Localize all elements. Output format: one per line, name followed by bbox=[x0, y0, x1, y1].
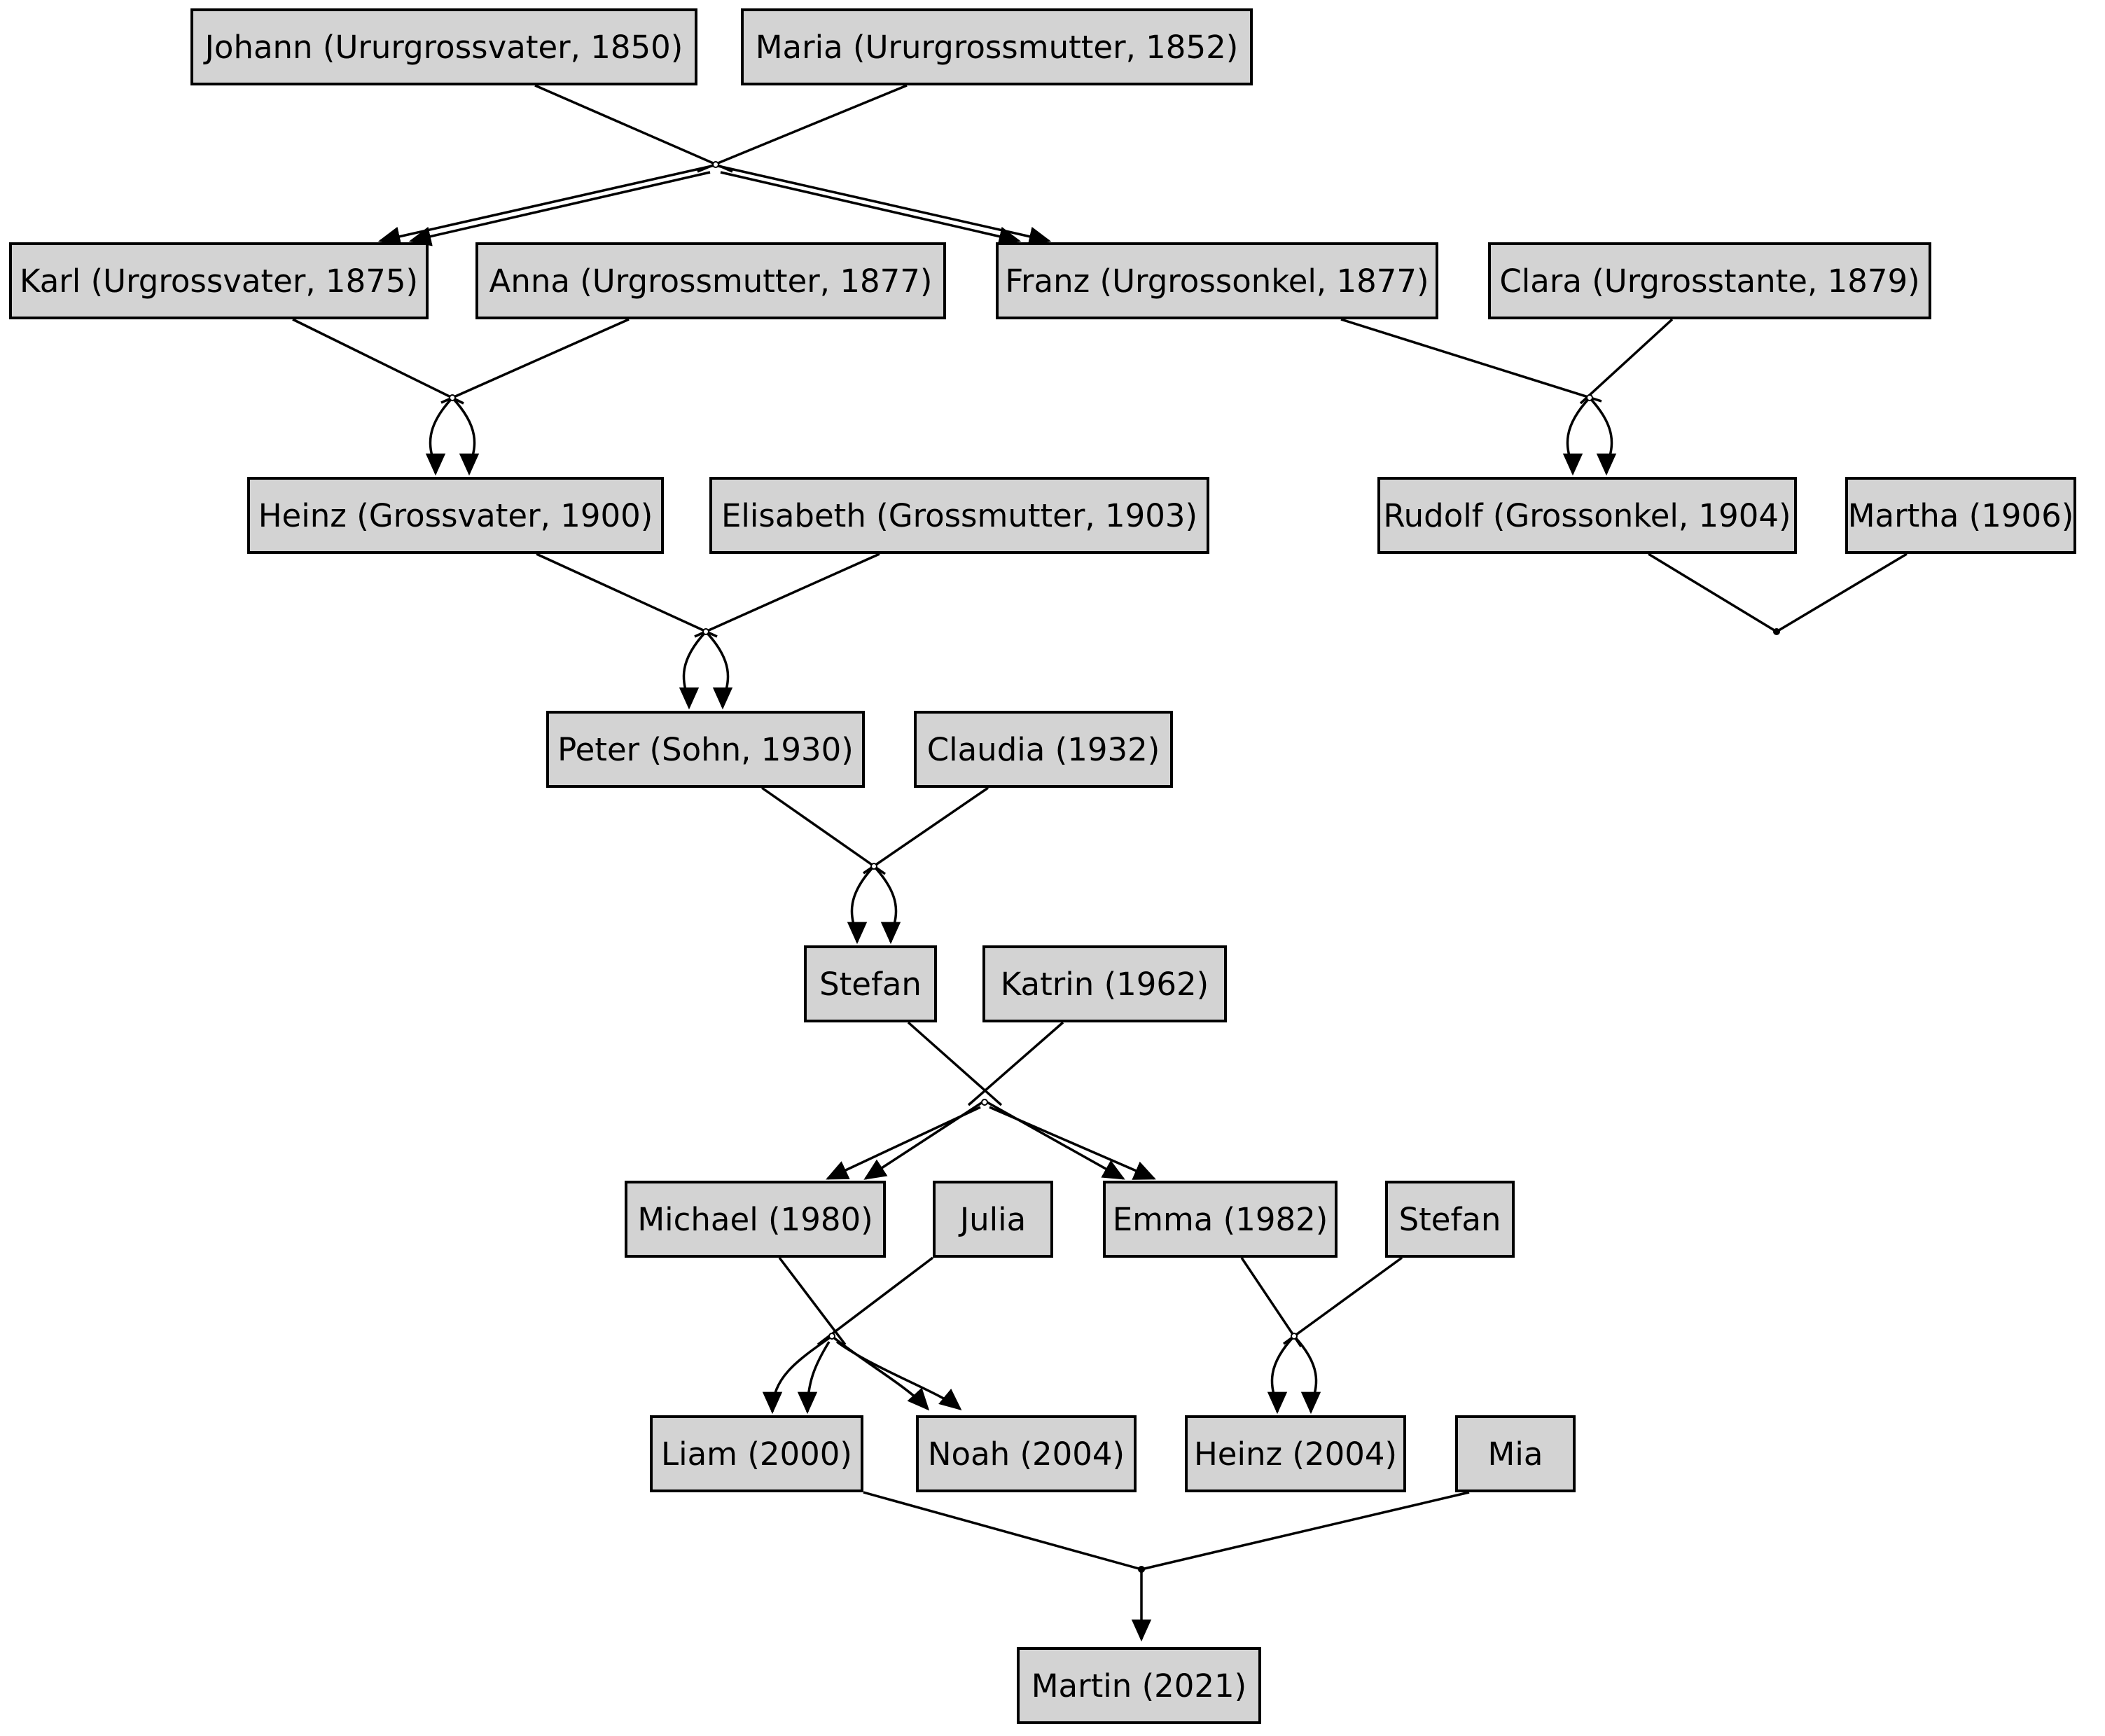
couple-junction-dot bbox=[981, 1099, 988, 1106]
couple-child-edge bbox=[989, 1106, 1156, 1180]
node-maria: Maria (Ururgrossmutter, 1852) bbox=[741, 8, 1253, 85]
parent-couple-edge bbox=[440, 318, 630, 404]
node-karl: Karl (Urgrossvater, 1875) bbox=[9, 242, 429, 319]
parent-couple-edge bbox=[1648, 553, 1777, 633]
node-martin: Martin (2021) bbox=[1017, 1647, 1261, 1724]
couple-child-edge bbox=[1293, 1335, 1321, 1415]
couple-junction-dot bbox=[449, 394, 456, 401]
node-julia: Julia bbox=[933, 1181, 1053, 1258]
couple-child-edge bbox=[826, 1106, 981, 1180]
node-claudia: Claudia (1932) bbox=[914, 711, 1173, 788]
parent-couple-edge bbox=[863, 1491, 1142, 1571]
node-johann: Johann (Ururgrossvater, 1850) bbox=[190, 8, 697, 85]
couple-child-edge bbox=[984, 1099, 1125, 1180]
parent-couple-edge bbox=[863, 786, 989, 875]
parent-couple-edge bbox=[534, 84, 733, 173]
node-heinz-grossvater: Heinz (Grossvater, 1900) bbox=[247, 477, 664, 554]
parent-couple-edge bbox=[907, 1021, 1003, 1106]
node-emma: Emma (1982) bbox=[1103, 1181, 1338, 1258]
couple-child-edge bbox=[425, 396, 454, 476]
parent-couple-edge bbox=[694, 553, 880, 638]
couple-child-edge bbox=[797, 1341, 831, 1415]
node-heinz-junior: Heinz (2004) bbox=[1185, 1415, 1406, 1492]
parent-couple-edge bbox=[760, 786, 887, 875]
parent-couple-edge bbox=[817, 1256, 934, 1346]
parent-couple-edge bbox=[778, 1256, 847, 1346]
couple-point-node bbox=[1773, 628, 1780, 635]
node-elisabeth: Elisabeth (Grossmutter, 1903) bbox=[709, 477, 1209, 554]
parent-couple-edge bbox=[1776, 553, 1908, 633]
couple-child-edge bbox=[835, 1340, 962, 1411]
node-peter: Peter (Sohn, 1930) bbox=[546, 711, 865, 788]
node-mia: Mia bbox=[1455, 1415, 1576, 1492]
couple-child-edge bbox=[1588, 396, 1617, 476]
parent-couple-edge bbox=[967, 1021, 1064, 1106]
parent-couple-edge bbox=[1141, 1491, 1470, 1571]
couple-child-edge bbox=[679, 630, 707, 710]
couple-junction-dot bbox=[828, 1333, 835, 1340]
couple-junction-dot bbox=[1586, 394, 1593, 401]
couple-child-edge bbox=[408, 171, 711, 246]
parent-couple-edge bbox=[536, 553, 718, 638]
couple-child-edge bbox=[451, 396, 480, 476]
parent-couple-edge bbox=[1579, 318, 1674, 405]
node-rudolf: Rudolf (Grossonkel, 1904) bbox=[1377, 477, 1797, 554]
couple-junction-dot bbox=[712, 161, 719, 168]
parent-couple-edge bbox=[1340, 318, 1602, 403]
couple-child-edge bbox=[720, 171, 1022, 246]
node-stefan-junior: Stefan bbox=[1385, 1181, 1515, 1258]
node-anna: Anna (Urgrossmutter, 1877) bbox=[475, 242, 946, 319]
node-martha: Martha (1906) bbox=[1845, 477, 2076, 554]
couple-child-edge bbox=[873, 865, 901, 945]
parent-couple-edge bbox=[1282, 1256, 1403, 1345]
couple-point-node bbox=[1138, 1566, 1145, 1573]
node-michael: Michael (1980) bbox=[625, 1181, 886, 1258]
couple-child-edge bbox=[762, 1335, 833, 1415]
node-noah: Noah (2004) bbox=[916, 1415, 1137, 1492]
couple-junction-dot bbox=[870, 863, 877, 870]
parent-couple-edge bbox=[292, 318, 464, 405]
node-liam: Liam (2000) bbox=[650, 1415, 863, 1492]
couple-junction-dot bbox=[1291, 1333, 1298, 1340]
node-stefan-senior: Stefan bbox=[804, 945, 937, 1022]
couple-child-edge bbox=[1562, 396, 1591, 476]
couple-child-edge bbox=[1267, 1335, 1295, 1415]
node-franz: Franz (Urgrossonkel, 1877) bbox=[996, 242, 1438, 319]
couple-junction-dot bbox=[702, 628, 709, 635]
parent-couple-edge bbox=[1240, 1257, 1302, 1347]
node-clara: Clara (Urgrosstante, 1879) bbox=[1488, 242, 1931, 319]
parent-couple-edge bbox=[697, 84, 908, 173]
couple-child-edge bbox=[704, 630, 733, 710]
couple-child-edge bbox=[847, 865, 875, 945]
node-katrin: Katrin (1962) bbox=[982, 945, 1227, 1022]
couple-child-edge bbox=[377, 164, 716, 246]
couple-child-edge bbox=[714, 164, 1052, 246]
